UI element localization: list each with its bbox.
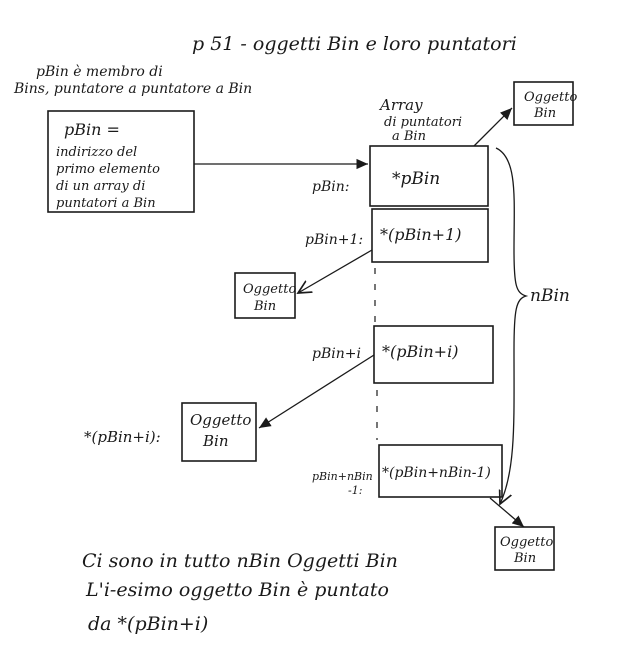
array-cell-0-content: *pBin (392, 169, 440, 189)
nbin-brace (495, 147, 529, 504)
array-label-line2: di puntatori (384, 115, 462, 130)
pbin-box-line2: indirizzo del (56, 145, 137, 160)
object-i-line1: Oggetto (190, 411, 251, 429)
cell-0-to-object-arrow (473, 107, 513, 147)
array-cell-i-content: *(pBin+i) (382, 342, 458, 361)
array-cell-0-label: pBin: (312, 179, 349, 195)
object-box-1 (234, 272, 296, 319)
pbin-box-line5: puntatori a Bin (56, 196, 156, 211)
object-box-top (513, 81, 574, 126)
cell-i-to-object-arrow (258, 354, 375, 429)
pbin-box-line4: di un array di (56, 179, 145, 194)
array-cell-last-content: *(pBin+nBin-1) (382, 465, 491, 481)
object-1-line1: Oggetto (243, 282, 296, 297)
array-cell-1 (371, 208, 489, 263)
object-box-last (494, 526, 555, 571)
page-title: p 51 - oggetti Bin e loro puntatori (192, 33, 517, 55)
cell-1-to-object-arrow (298, 249, 373, 293)
pbin-box-line1: pBin = (64, 120, 120, 139)
array-cell-last (378, 444, 503, 498)
object-top-line1: Oggetto (524, 90, 577, 105)
object-last-line1: Oggetto (500, 535, 553, 550)
footer-line1: Ci sono in tutto nBin Oggetti Bin (82, 550, 398, 572)
cell-last-to-object-arrow (489, 497, 525, 528)
array-cell-last-label-line1: pBin+nBin (312, 470, 373, 483)
array-label-line1: Array (378, 96, 423, 114)
array-label-line3: a Bin (392, 129, 426, 144)
object-box-i (181, 402, 257, 462)
footer-line2: L'i-esimo oggetto Bin è puntato (85, 579, 389, 601)
object-last-line2: Bin (513, 551, 536, 566)
array-cell-i-label: pBin+i (312, 346, 361, 362)
object-top-line2: Bin (533, 106, 556, 121)
object-1-line2: Bin (253, 299, 276, 314)
object-i-line2: Bin (202, 432, 228, 450)
array-cell-1-label: pBin+1: (305, 232, 363, 248)
array-cell-0 (369, 145, 489, 207)
footer-line3: da *(pBin+i) (88, 613, 208, 635)
array-cell-last-label-line2: -1: (348, 484, 362, 497)
pbin-box-line3: primo elemento (56, 162, 160, 177)
note-top-line2: Bins, puntatore a puntatore a Bin (13, 81, 252, 97)
object-i-label: *(pBin+i): (84, 428, 161, 446)
brace-label: nBin (530, 286, 570, 306)
pbin-box (47, 110, 195, 213)
note-top-line1: pBin è membro di (36, 64, 163, 80)
array-cell-i (373, 325, 494, 384)
array-cell-1-content: *(pBin+1) (380, 225, 462, 244)
